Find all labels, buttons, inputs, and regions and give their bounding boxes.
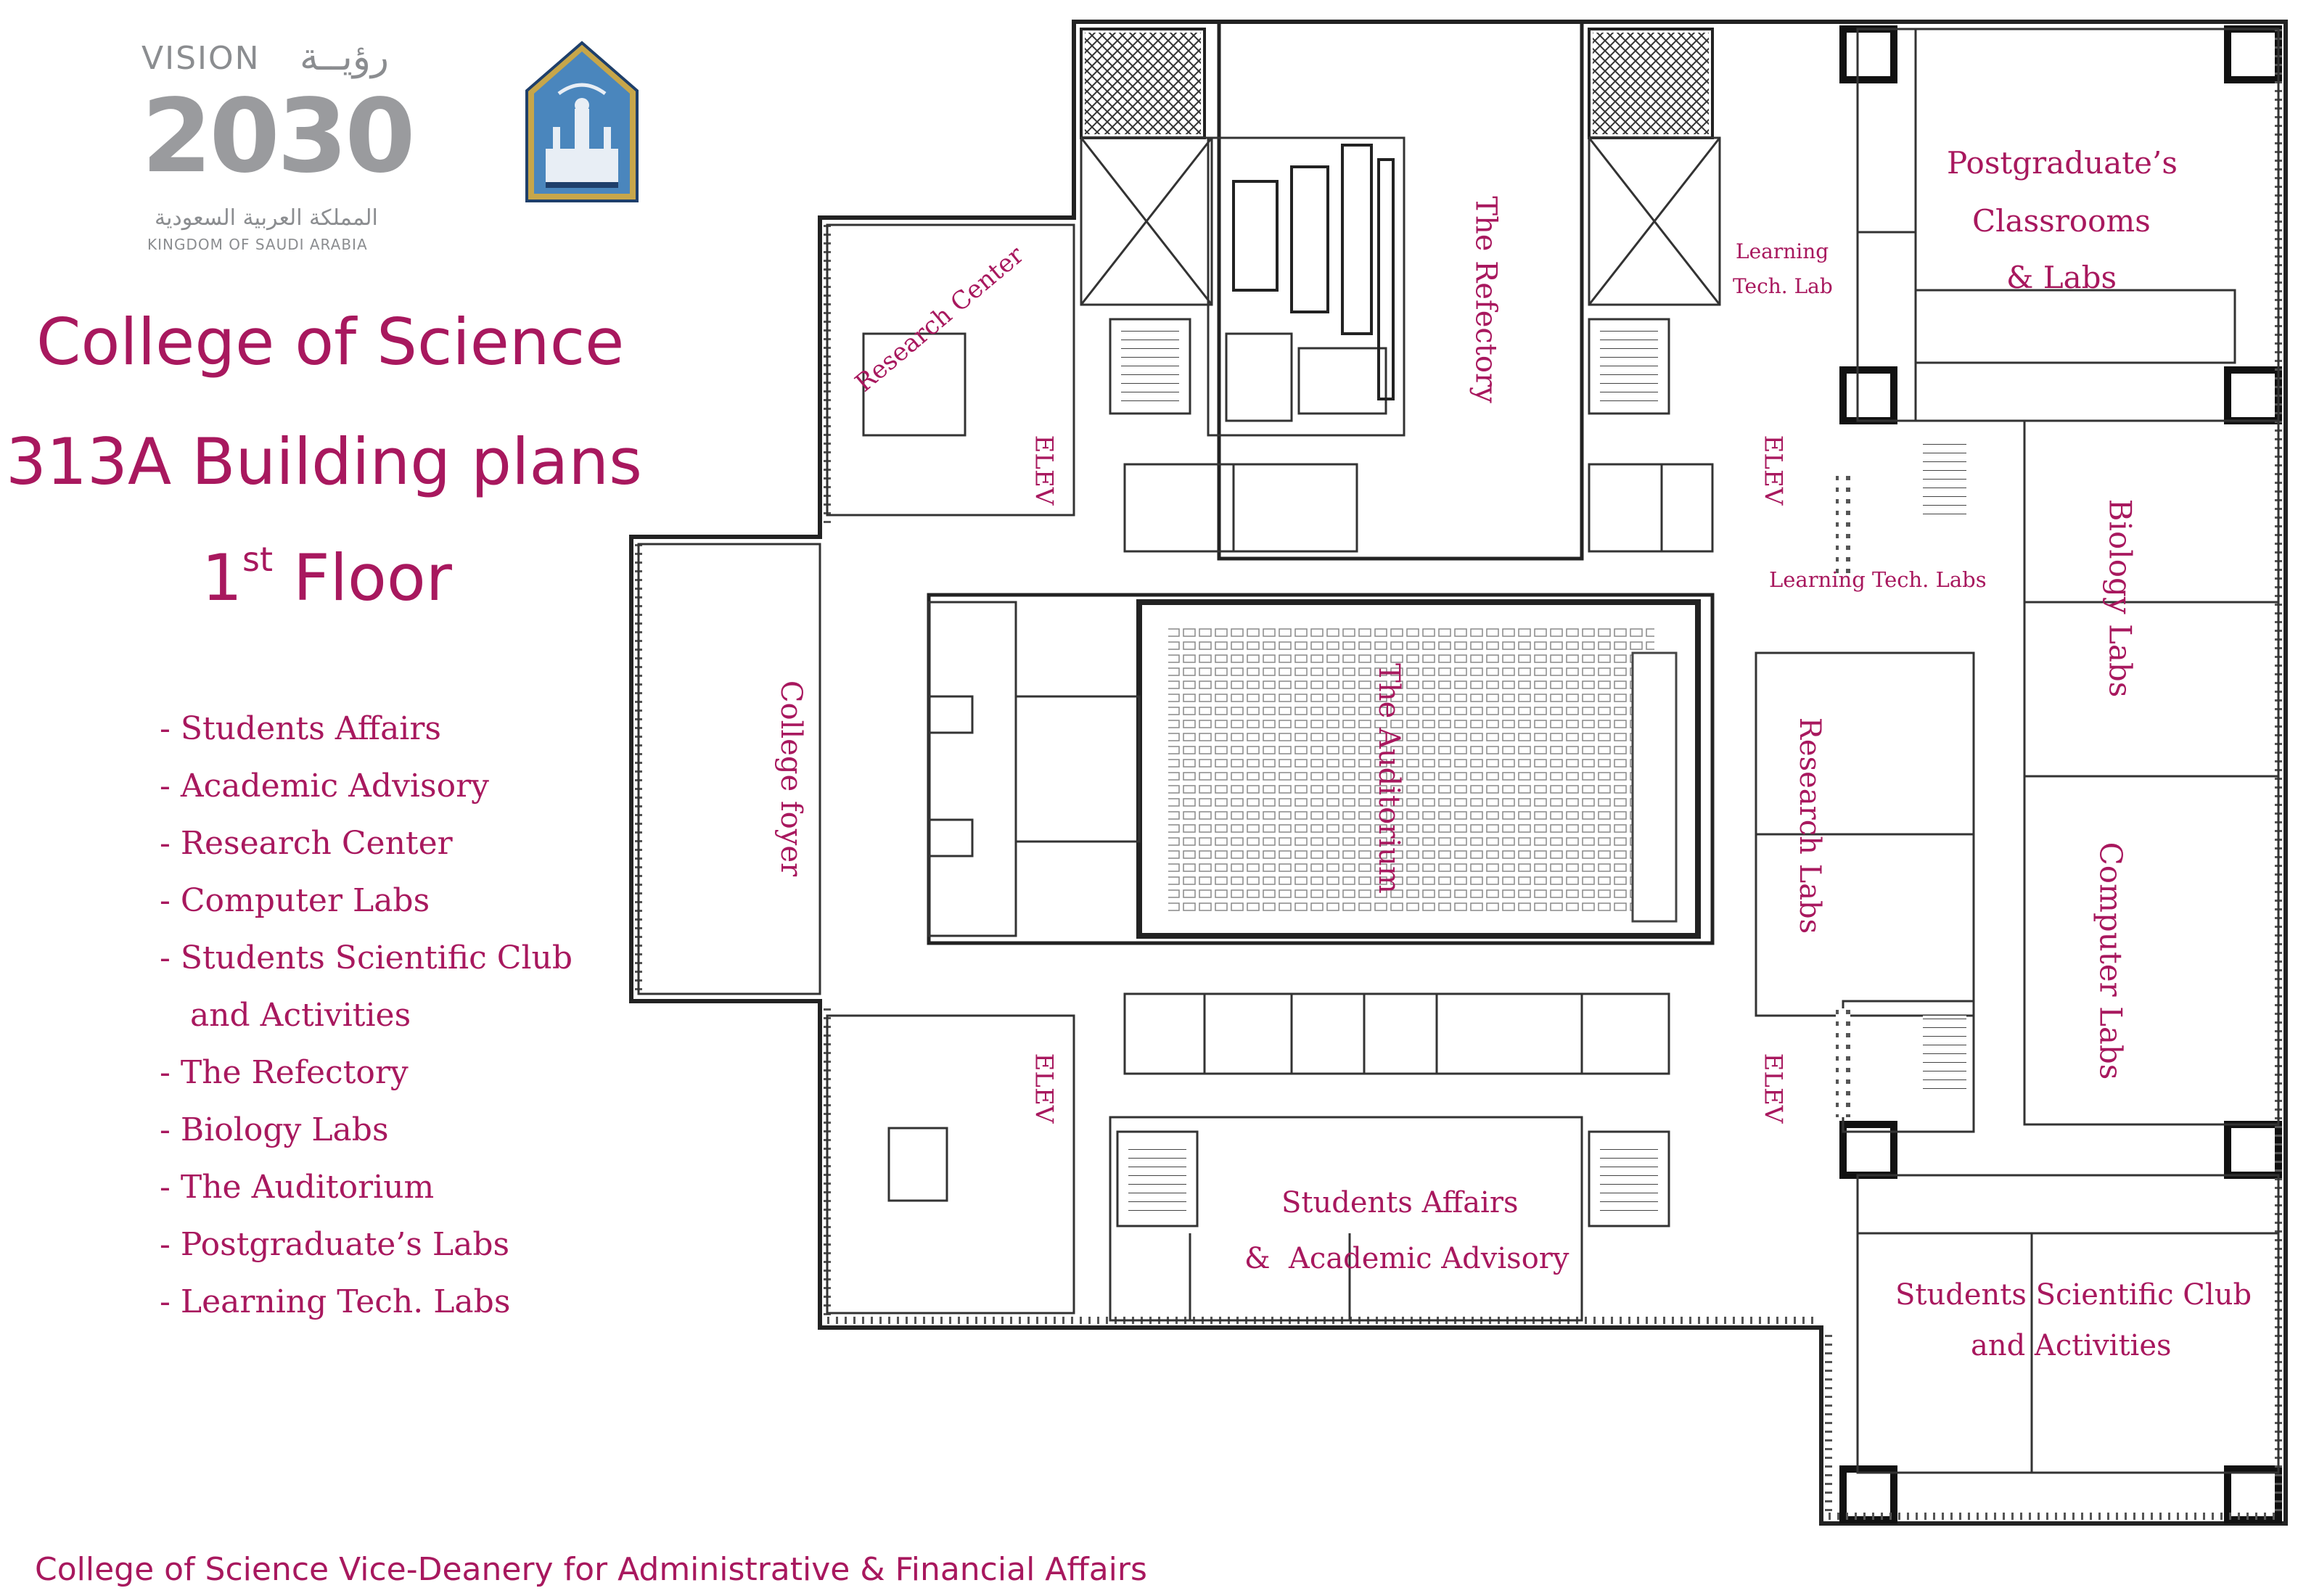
label-research-labs: Research Labs (1793, 717, 1827, 934)
label-postgraduate-line2: Classrooms (1972, 203, 2151, 239)
vision-arabic: رؤيــة (300, 36, 390, 79)
list-item: - Students Scientific Club (160, 939, 573, 976)
interior-walls (637, 28, 2280, 1474)
page-title-line-1: College of Science (36, 305, 625, 379)
label-elevator: ELEV (1029, 1053, 1059, 1124)
label-elevator: ELEV (1758, 1053, 1788, 1124)
list-item: - Computer Labs (160, 882, 430, 919)
list-item: - Research Center (160, 825, 453, 862)
kitchen-equipment (1232, 144, 1395, 400)
label-learning-tech-labs: Learning Tech. Labs (1769, 567, 1987, 592)
stairs (1923, 1016, 1966, 1095)
vision-english-subtitle: KINGDOM OF SAUDI ARABIA (147, 236, 368, 253)
stairs (1600, 330, 1658, 403)
vision-2030-logo: VISION رؤيــة 2030 المملكة العربية السعو… (141, 36, 417, 253)
wall-texture-block (1836, 1008, 1850, 1117)
list-item: and Activities (160, 997, 411, 1034)
label-biology-labs: Biology Labs (2102, 498, 2138, 698)
floor-number: 1 (202, 540, 242, 615)
label-postgraduate-line3: & Labs (2006, 260, 2117, 295)
label-computer-labs: Computer Labs (2093, 842, 2129, 1080)
facilities-list: - Students Affairs - Academic Advisory -… (160, 700, 573, 1330)
stairs (1128, 1143, 1186, 1215)
label-learning-tech-lab-line2: Tech. Lab (1733, 274, 1833, 298)
list-item: - Academic Advisory (160, 768, 489, 805)
list-item: - Postgraduate’s Labs (160, 1226, 510, 1263)
list-item: - Biology Labs (160, 1111, 389, 1148)
label-scientific-club-line1: Students Scientific Club (1895, 1278, 2252, 1312)
vision-word: VISION (141, 40, 260, 77)
label-auditorium: The Auditorium (1371, 663, 1406, 894)
floor-ordinal: st (242, 539, 274, 579)
stairs (1600, 1143, 1658, 1215)
footer-credit: College of Science Vice-Deanery for Admi… (35, 1551, 1147, 1588)
list-item: - The Refectory (160, 1054, 409, 1091)
label-students-affairs-line1: Students Affairs (1281, 1186, 1519, 1219)
hatched-area (1085, 33, 1201, 134)
wall-texture-block (1836, 472, 1850, 580)
stairs (1923, 443, 1966, 522)
floor-word: Floor (273, 540, 452, 615)
list-item: - Students Affairs (160, 710, 441, 747)
label-elevator: ELEV (1029, 435, 1059, 506)
list-item: - The Auditorium (160, 1169, 435, 1206)
stairs (1121, 330, 1179, 403)
label-students-affairs-line2: & Academic Advisory (1244, 1242, 1569, 1275)
university-emblem-logo (525, 41, 639, 202)
label-scientific-club-line2: and Activities (1971, 1329, 2172, 1362)
label-elevator: ELEV (1758, 435, 1788, 506)
label-learning-tech-lab-line1: Learning (1736, 239, 1829, 263)
vision-number: 2030 (141, 78, 416, 196)
label-refectory: The Refectory (1469, 196, 1503, 403)
hatched-area (1593, 33, 1709, 134)
auditorium-stage (1631, 651, 1678, 923)
list-item: - Learning Tech. Labs (160, 1283, 511, 1320)
page-title-line-2: 313A Building plans (6, 424, 642, 499)
vision-arabic-subtitle: المملكة العربية السعودية (155, 205, 378, 231)
auditorium-seating (1168, 624, 1654, 914)
page-title-line-3: 1st Floor (202, 540, 452, 615)
label-college-foyer: College foyer (774, 680, 808, 877)
label-postgraduate-line1: Postgraduate’s (1947, 145, 2178, 181)
